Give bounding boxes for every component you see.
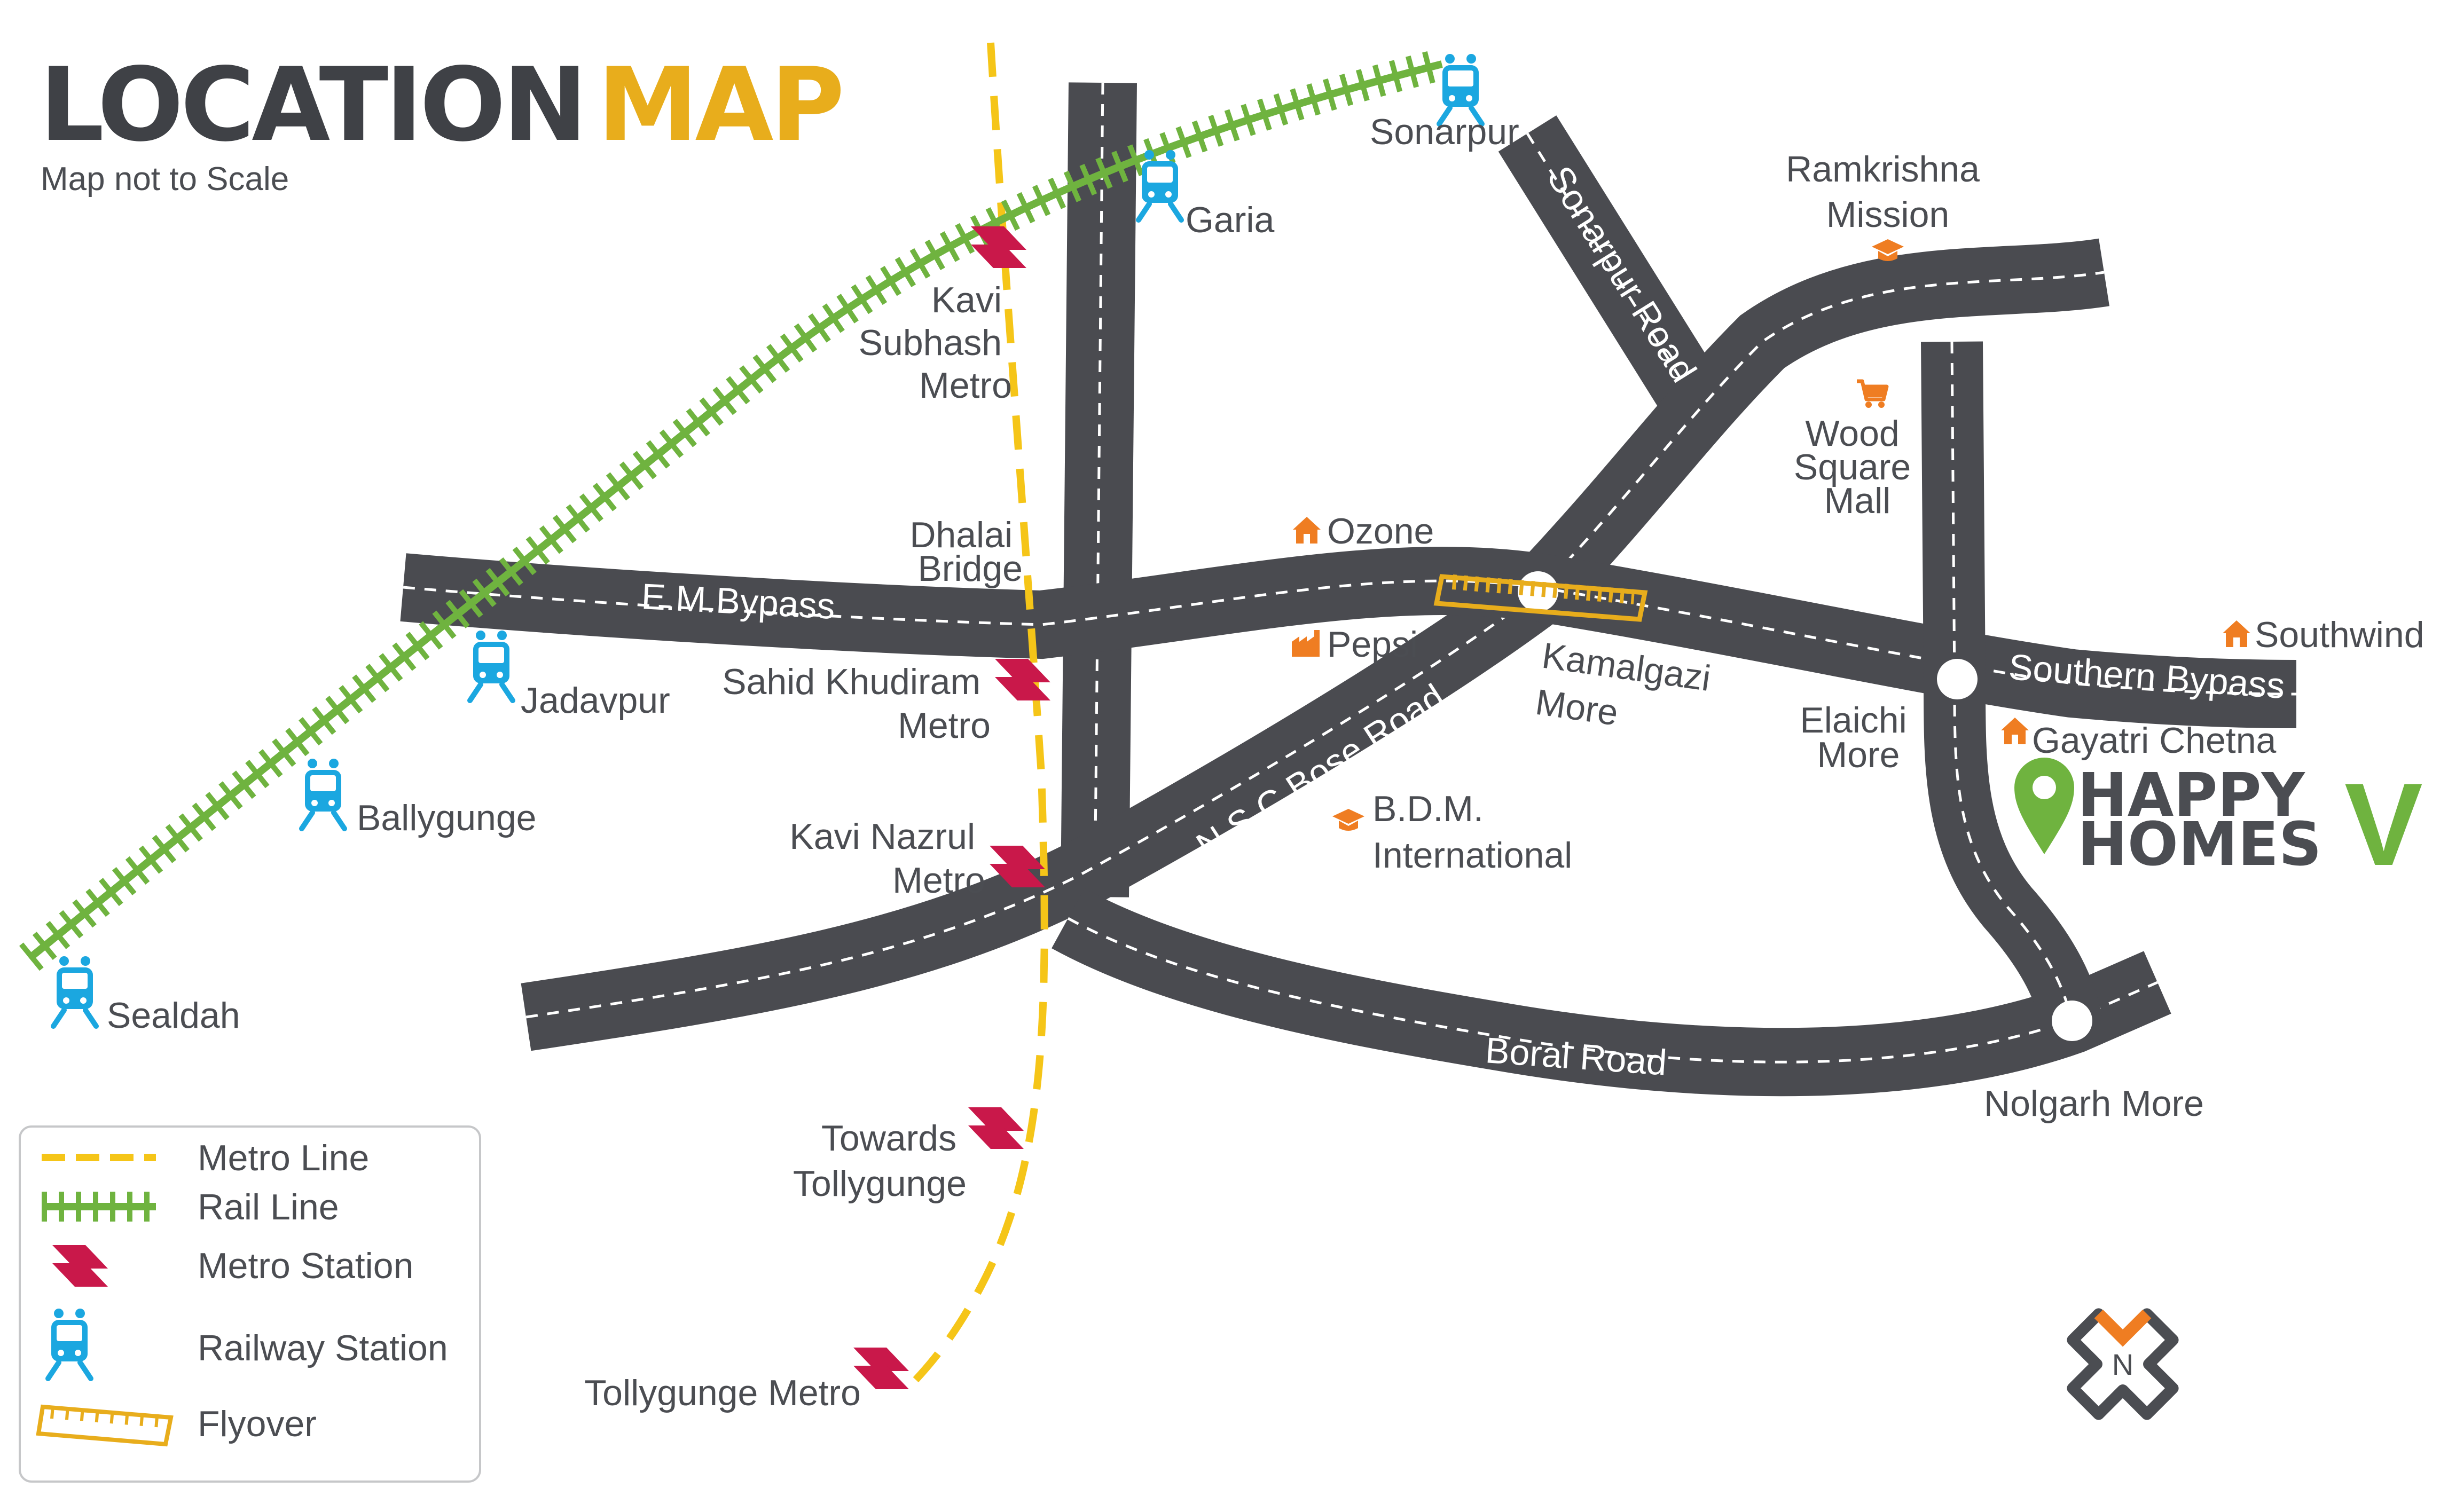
compass-north-icon: N [2067,1308,2179,1420]
label-jadavpur: Jadavpur [521,680,670,721]
label-sonarpur: Sonarpur [1370,112,1519,152]
title-part2: MAP [597,46,841,164]
legend-metro-line-label: Metro Line [198,1138,369,1178]
label-tollygunge-metro: Tollygunge Metro [584,1373,861,1413]
location-pin-icon [2014,758,2074,854]
label-ozone: Ozone [1327,511,1434,552]
legend-metro-station-label: Metro Station [198,1246,413,1286]
label-kavi-nazrul-metro: Kavi Nazrul Metro [789,816,985,901]
sonarpur-road [1498,115,1730,429]
junction-kamalgazi [1518,571,1558,612]
label-ramkrishna-mission: Ramkrishna Mission [1786,149,1990,235]
brand-mark: V [2344,759,2423,890]
brand-line2: HOMES [2077,810,2322,879]
legend-flyover-label: Flyover [198,1404,317,1444]
junction-nolgarh [2052,1001,2092,1041]
label-wood-square-mall: Wood Square Mall [1794,413,1921,521]
legend-metro-line: Metro Line [42,1138,369,1178]
metro-line [900,42,1048,1396]
legend-railway-station: Railway Station [48,1309,448,1379]
north-label: N [2112,1348,2133,1381]
metro-station-icon [971,226,1026,268]
legend-railway-station-label: Railway Station [198,1328,448,1368]
metro-station-icon [995,659,1050,700]
flyover [1433,574,1648,622]
label-elaichi-more: Elaichi More [1800,700,1917,775]
label-sonarpur-road: Sonarpur Road [1539,159,1704,389]
roads [400,82,2297,1097]
legend-rail-line: Rail Line [42,1187,339,1227]
legend: Metro Line Rail Line Metro Station Railw… [19,1125,481,1483]
label-dhalai-bridge: Dhalai Bridge [909,515,1023,589]
label-garia: Garia [1186,200,1274,240]
train-icon [470,631,513,700]
label-kavi-subhash-metro: Kavi Subhash Metro [859,280,1012,406]
title-part1: LOCATION [40,46,584,164]
brand-line1: HAPPY [2077,761,2306,830]
legend-metro-station: Metro Station [52,1245,413,1287]
junction-elaichi [1937,659,1978,699]
label-bdm-international: B.D.M. International [1372,789,1572,876]
home-icon [2223,620,2250,647]
rail-line [19,48,1446,971]
label-nolgarh-more: Nolgarh More [1984,1083,2204,1124]
happy-homes-logo: HAPPY HOMES V [2014,758,2423,890]
train-icon [302,759,344,829]
label-em-bypass: E.M.Bypass [640,576,836,627]
home-icon [2001,718,2029,744]
label-gayatri-chetna: Gayatri Chetna [2032,720,2277,761]
graduation-cap-icon [1332,809,1364,831]
legend-flyover: Flyover [36,1404,317,1447]
label-towards-tollygunge: Towards Tollygunge [793,1118,967,1204]
label-ballygunge: Ballygunge [357,798,536,838]
train-icon [53,956,96,1026]
label-southwind: Southwind [2255,615,2425,655]
map-subtitle: Map not to Scale [41,161,289,198]
legend-rail-line-label: Rail Line [198,1187,339,1227]
metro-station-icon [853,1348,909,1389]
metro-station-icon [968,1107,1024,1149]
factory-icon [1292,630,1320,657]
label-pepsi: Pepsi [1327,624,1418,665]
home-icon [1293,517,1321,544]
label-kamalgazi-more: Kamalgazi More [1533,635,1723,747]
label-sahid-khudiram-metro: Sahid Khudiram Metro [722,662,991,746]
shopping-cart-icon [1857,381,1887,408]
label-sealdah: Sealdah [107,995,240,1036]
